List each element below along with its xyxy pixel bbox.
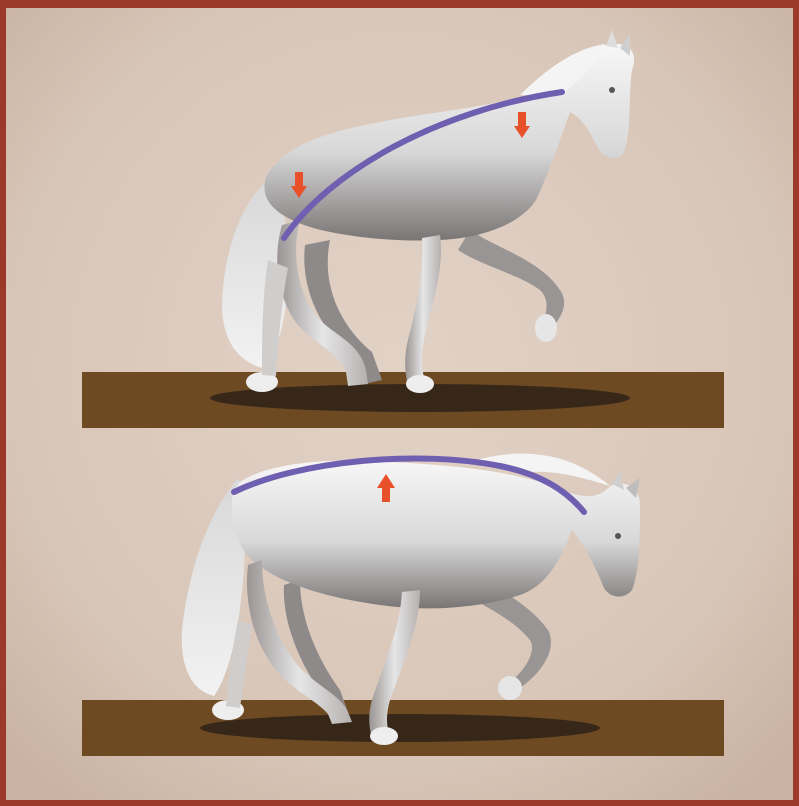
top-near-fore-hoof (406, 375, 434, 393)
bottom-eye (615, 533, 621, 539)
bottom-raised-fore-hoof (498, 676, 522, 700)
bottom-horse-shadow (200, 714, 600, 742)
bottom-near-fore-hoof (370, 727, 398, 745)
top-eye (609, 87, 615, 93)
top-raised-fore-hoof (535, 314, 557, 342)
